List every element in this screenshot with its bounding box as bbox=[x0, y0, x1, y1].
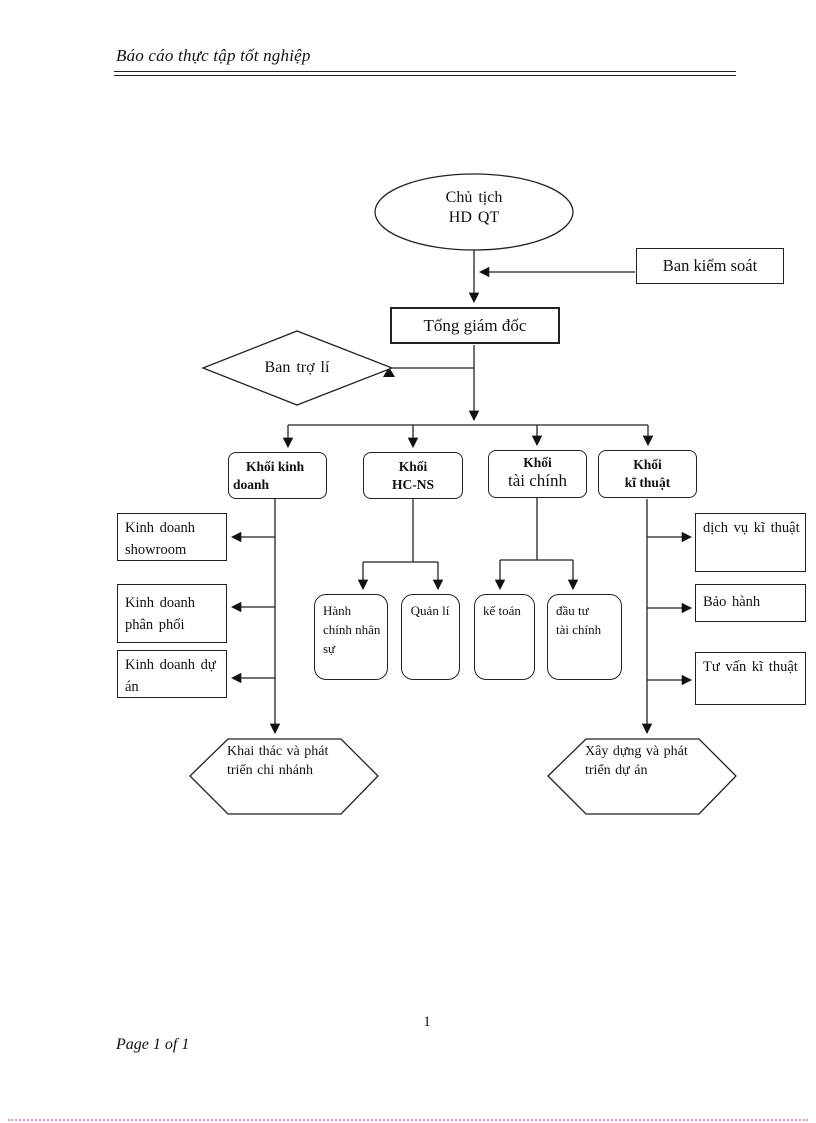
unit-box-du-an: Kinh doanh dự án bbox=[117, 650, 227, 698]
header-double-rule bbox=[114, 71, 736, 76]
project-hexagon-label: Xây dựng và phát triển dự án bbox=[585, 744, 688, 778]
assistant-arrowhead bbox=[383, 367, 395, 377]
unit-box-bao-hanh: Bảo hành bbox=[695, 584, 806, 622]
division-technical-line1: Khối bbox=[633, 457, 662, 472]
control-board-label: Ban kiểm soát bbox=[662, 256, 758, 275]
footer-page-count: Page 1 of 1 bbox=[116, 1036, 190, 1053]
branch-hexagon-label: Khai thác và phát triển chi nhánh bbox=[227, 744, 329, 778]
division-box-hr: Khối HC-NS bbox=[363, 452, 463, 499]
division-hr-line2: HC-NS bbox=[391, 476, 434, 492]
general-director-box: Tổng giám đốc bbox=[390, 307, 560, 344]
division-business-line1: Khối kinh bbox=[246, 459, 305, 474]
division-hr-line1: Khối bbox=[398, 459, 428, 474]
report-header: Báo cáo thực tập tốt nghiệp bbox=[116, 46, 311, 65]
division-finance-line1: Khối bbox=[523, 455, 552, 470]
assistant-board-label: Ban trợ lí bbox=[264, 359, 330, 376]
division-finance-line2: tài chính bbox=[507, 470, 567, 490]
control-board-box: Ban kiểm soát bbox=[636, 248, 784, 284]
branch-hexagon bbox=[189, 738, 379, 815]
chairman-line1: Chủ tịch bbox=[445, 189, 503, 206]
unit-box-hanh-chinh: Hành chính nhân sự bbox=[314, 594, 388, 680]
unit-dau-tu-label: đầu tư tài chính bbox=[556, 603, 602, 637]
bottom-dotted-rule bbox=[8, 1119, 808, 1121]
connector-lines bbox=[230, 250, 693, 735]
general-director-label: Tổng giám đốc bbox=[423, 315, 527, 335]
unit-box-dau-tu: đầu tư tài chính bbox=[547, 594, 622, 680]
page-number: 1 bbox=[423, 1014, 431, 1030]
project-hexagon bbox=[547, 738, 737, 815]
unit-box-quan-li: Quản lí bbox=[401, 594, 460, 680]
division-box-business: Khối kinh doanh bbox=[228, 452, 327, 499]
unit-box-phan-phoi: Kinh doanh phân phối bbox=[117, 584, 227, 643]
unit-box-tu-van: Tư vấn kĩ thuật bbox=[695, 652, 806, 705]
chairman-line2: HD QT bbox=[448, 209, 500, 226]
division-technical-line2: kĩ thuật bbox=[624, 474, 671, 490]
assistant-board-diamond bbox=[201, 330, 394, 406]
chairman-ellipse bbox=[374, 173, 574, 251]
unit-box-ke-toan: kế toán bbox=[474, 594, 535, 680]
division-box-finance: Khối tài chính bbox=[488, 450, 587, 498]
unit-box-dich-vu: dịch vụ kĩ thuật bbox=[695, 513, 806, 572]
division-business-line2: doanh bbox=[233, 476, 270, 492]
unit-box-showroom: Kinh doanh showroom bbox=[117, 513, 227, 561]
division-box-technical: Khối kĩ thuật bbox=[598, 450, 697, 498]
chairman-label: Chủ tịch HD QT bbox=[385, 188, 563, 228]
